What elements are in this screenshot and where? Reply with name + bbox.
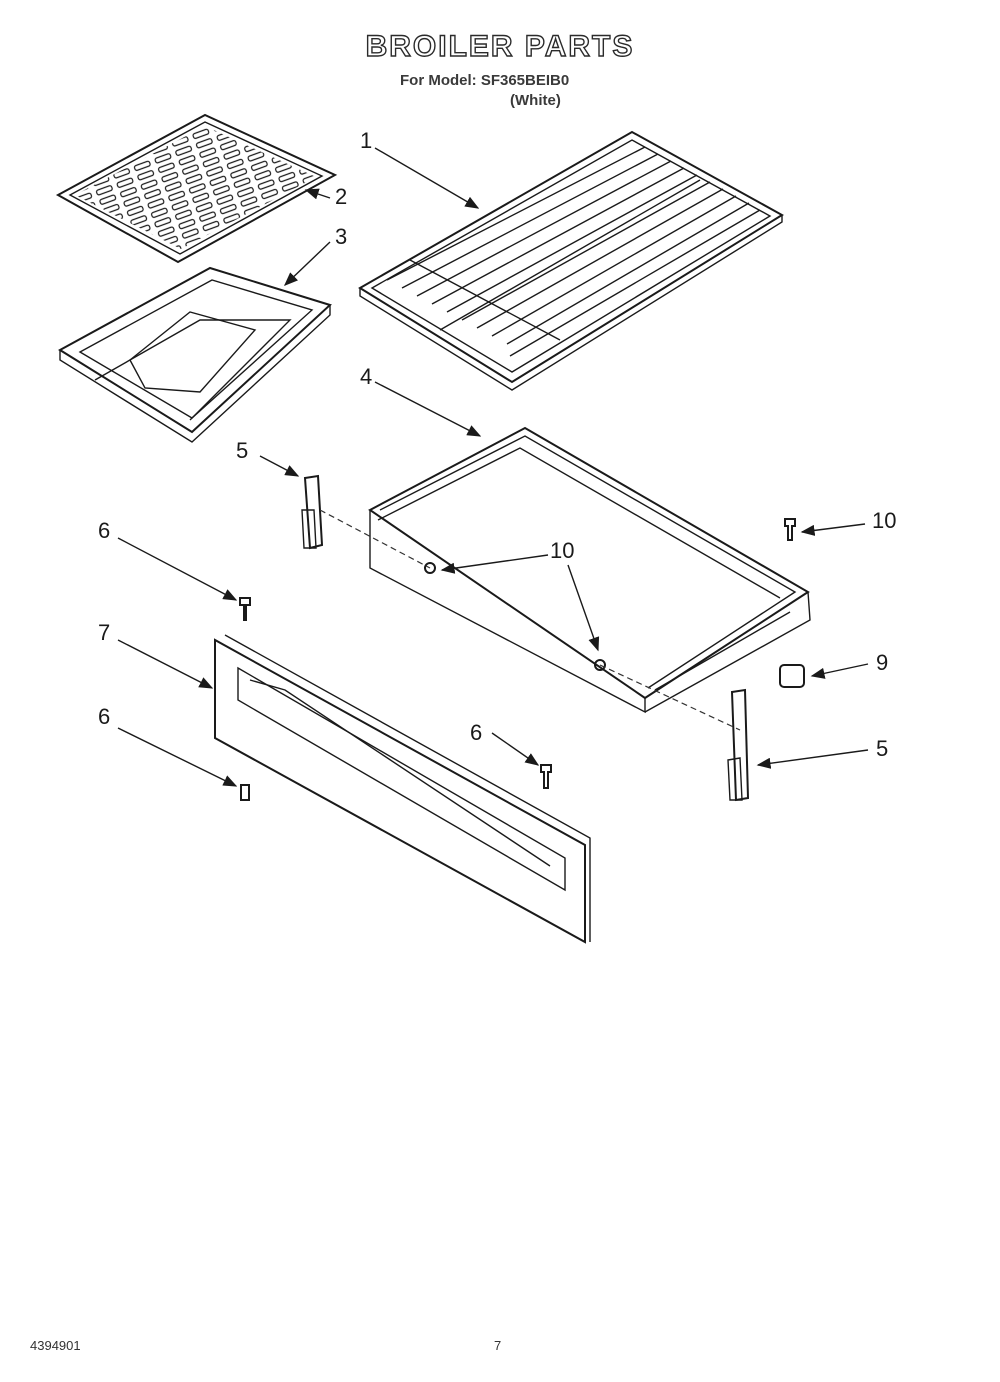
callout-5-left: 5 <box>236 438 248 463</box>
page-number: 7 <box>494 1338 502 1353</box>
callout-3: 3 <box>335 224 347 249</box>
leader-arrows <box>117 147 869 787</box>
callout-10-center: 10 <box>550 538 574 563</box>
slide-bracket-left <box>301 474 324 550</box>
callout-2: 2 <box>335 184 347 209</box>
broiler-grid <box>55 113 338 264</box>
broiler-drawer <box>368 426 811 714</box>
callout-6-top: 6 <box>98 518 110 543</box>
callout-6-bottom: 6 <box>98 704 110 729</box>
part-number: 4394901 <box>30 1338 81 1353</box>
assembly-line-left <box>319 509 431 569</box>
callout-5-right: 5 <box>876 736 888 761</box>
callout-4: 4 <box>360 364 372 389</box>
oven-rack <box>358 130 784 391</box>
page-title: BROILER PARTS <box>365 29 635 63</box>
callout-7: 7 <box>98 620 110 645</box>
callout-numbers: 1 2 3 4 5 5 6 6 6 7 9 10 10 <box>98 128 896 761</box>
drawer-front-panel <box>214 634 591 944</box>
drawer-stop <box>779 664 805 688</box>
broiler-pan <box>58 266 332 443</box>
callout-1: 1 <box>360 128 372 153</box>
callout-9: 9 <box>876 650 888 675</box>
slide-bracket-right <box>727 688 750 802</box>
color-label: (White) <box>510 92 561 109</box>
callout-10-right: 10 <box>872 508 896 533</box>
model-label: For Model: SF365BEIB0 <box>400 72 570 89</box>
assembly-line-right <box>599 664 741 731</box>
callout-6-right: 6 <box>470 720 482 745</box>
screws <box>239 518 805 801</box>
